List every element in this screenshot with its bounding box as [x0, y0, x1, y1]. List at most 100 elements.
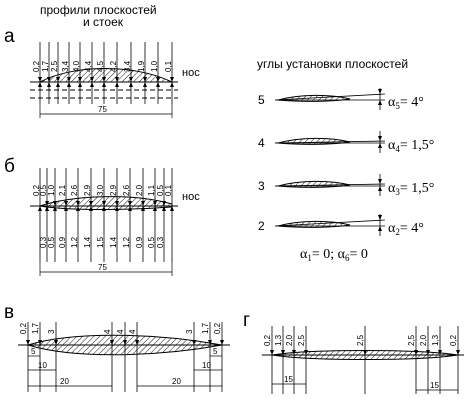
panel-b-dim-top: 1,0 [47, 184, 56, 196]
panel-v-dim-top: 1,7 [201, 322, 210, 334]
panel-b-profile [39, 196, 173, 210]
panel-g-dim-top: 2,5 [297, 334, 306, 346]
panel-a-dim: 4,0 [72, 60, 81, 72]
panel-g-dim-top: 2,5 [407, 334, 416, 346]
panel-a-dim: 0,1 [164, 60, 173, 72]
panel-b-dim-bottom: 1,5 [96, 236, 105, 248]
panel-b-dim-bottom: 1,2 [70, 236, 79, 248]
panel-g-dim-top: 2,0 [419, 334, 428, 346]
angle-value: α2= 4° [388, 221, 424, 237]
panel-b-dim-top: 0,5 [39, 184, 48, 196]
panel-v-dim-top: 4 [116, 329, 125, 334]
plane-number: 3 [258, 179, 265, 193]
installation-angles: 5 α5= 4° 4 α4= 1,5° 3 α3= 1,5° 2 α2= 4° [258, 88, 434, 237]
panel-v-dim-top: 1,7 [31, 322, 40, 334]
panel-a-label: а [4, 26, 15, 47]
panel-v-dim-top: 4 [103, 329, 112, 334]
panel-v-dim-5: 5 [213, 347, 218, 356]
plane-number: 4 [258, 136, 265, 150]
panel-g-dim-top: 1,3 [431, 334, 440, 346]
panel-v-label: в [4, 302, 14, 323]
panel-g-label: г [243, 310, 250, 331]
panel-v-dim-top: 0,2 [19, 322, 28, 334]
angle-value: α3= 1,5° [388, 181, 434, 197]
panel-a-dim: 2,5 [50, 60, 59, 72]
panel-v-dim-20: 20 [172, 377, 181, 386]
panel-a-dim: 3,4 [123, 60, 132, 72]
panel-a-dim: 4,2 [109, 60, 118, 72]
plane-number: 5 [258, 93, 265, 107]
panel-b-dim-top: 0,2 [32, 184, 41, 196]
panel-b-dim-top: 2,0 [135, 184, 144, 196]
panel-b-dim-top: 2,6 [70, 184, 79, 196]
panel-b-length: 75 [98, 263, 107, 272]
panel-b-label: б [4, 156, 15, 177]
panel-b-dim-top: 2,6 [122, 184, 131, 196]
panel-b-dim-bottom: 0,5 [147, 236, 156, 248]
panel-a-profile [39, 68, 173, 83]
panel-a-dim: 0,2 [32, 60, 41, 72]
panel-b-dim-bottom: 0,9 [58, 236, 67, 248]
panel-v-dim-top: 3 [47, 329, 56, 334]
panel-v-dim-20: 20 [60, 377, 69, 386]
panel-g-profile [271, 350, 459, 360]
panel-g-dim-top: 2,0 [285, 334, 294, 346]
angles-title: углы установки плоскостей [257, 57, 408, 71]
panel-a-dim: 1,9 [137, 60, 146, 72]
drawing-title-line1: профили плоскостей [40, 3, 157, 17]
panel-v-dim-top: 4 [128, 329, 137, 334]
angle-value: α4= 1,5° [388, 138, 434, 154]
plane-number: 2 [258, 219, 265, 233]
panel-g-dim-15: 15 [284, 375, 293, 384]
panel-g-dim-top: 0,2 [263, 334, 272, 346]
panel-a-dim: 1,7 [41, 60, 50, 72]
angle-profile [277, 137, 351, 145]
panel-a-dim: 4,4 [84, 60, 93, 72]
panel-b-dim-bottom: 1,4 [83, 236, 92, 248]
panel-b-dim-bottom: 1,4 [109, 236, 118, 248]
panel-a-length: 75 [98, 105, 107, 114]
angle-profile [277, 180, 351, 188]
panel-b-dim-top: 2,9 [109, 184, 118, 196]
panel-a-dim: 4,5 [96, 60, 105, 72]
panel-b-nose-label: нос [182, 191, 200, 203]
panel-b-dim-top: 1,1 [147, 184, 156, 196]
panel-b-dim-top: 2,1 [58, 184, 67, 196]
angle-profile [277, 94, 351, 102]
angle-profile [277, 220, 351, 228]
panel-a-nose-label: нос [182, 67, 200, 79]
panel-b-dim-bottom: 0,3 [39, 236, 48, 248]
panel-g-dim-15: 15 [430, 381, 439, 390]
panel-v-profile [26, 334, 223, 356]
panel-b-dim-bottom: 1,2 [122, 236, 131, 248]
panel-g-dim-top: 2,5 [356, 334, 365, 346]
angle-value: α5= 4° [388, 95, 424, 111]
panel-v-dim-top: 0,2 [213, 322, 222, 334]
panel-b-dim-top: 3,0 [96, 184, 105, 196]
panel-b-dim-top: 0,1 [164, 184, 173, 196]
angle-zero-note: α1= 0; α6= 0 [300, 247, 368, 263]
drawing-title-line2: и стоек [83, 15, 124, 29]
panel-a-dim: 1,0 [150, 60, 159, 72]
panel-g-dim-top: 1,3 [274, 334, 283, 346]
panel-b-dim-top: 0,5 [156, 184, 165, 196]
panel-b-dim-bottom: 0,5 [47, 236, 56, 248]
panel-v-dim-10: 10 [202, 361, 211, 370]
panel-g-dim-top: 0,2 [449, 334, 458, 346]
panel-v-dim-5: 5 [31, 347, 36, 356]
panel-b-dim-top: 2,9 [83, 184, 92, 196]
panel-v-dim-top: 3 [185, 329, 194, 334]
panel-b-dim-bottom: 0,3 [156, 236, 165, 248]
panel-b-dim-bottom: 0,9 [135, 236, 144, 248]
panel-a-dim: 3,4 [61, 60, 70, 72]
